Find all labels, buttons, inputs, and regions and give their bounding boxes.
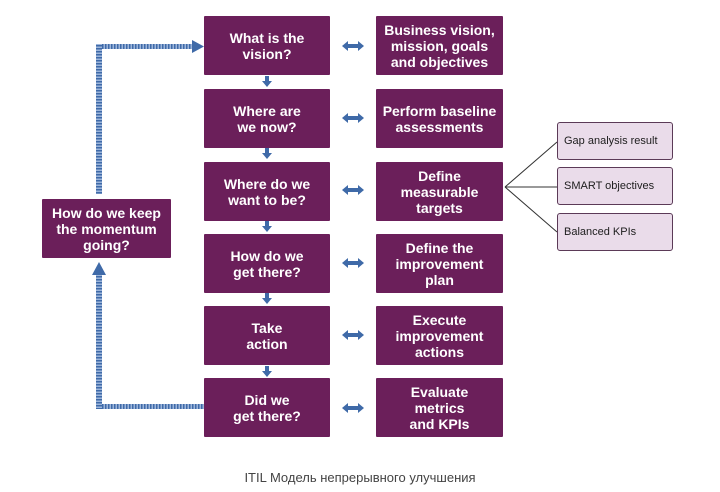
figure-caption: ITIL Модель непрерывного улучшения — [244, 470, 476, 485]
question-get-there: How do we get there? — [204, 234, 330, 293]
detail-balanced-kpis: Balanced KPIs — [557, 213, 673, 251]
question-vision: What is the vision? — [204, 16, 330, 75]
question-did-we: Did we get there? — [204, 378, 330, 437]
question-take-action: Take action — [204, 306, 330, 365]
question-want-to-be: Where do we want to be? — [204, 162, 330, 221]
feedback-loop-arrows — [92, 40, 204, 409]
loop-momentum: How do we keep the momentum going? — [42, 199, 171, 258]
double-arrows — [342, 41, 364, 413]
action-business-vision: Business vision, mission, goals and obje… — [376, 16, 503, 75]
action-improvement-plan: Define the improvement plan — [376, 234, 503, 293]
action-measurable-targets: Define measurable targets — [376, 162, 503, 221]
action-baseline: Perform baseline assessments — [376, 89, 503, 148]
detail-gap-analysis: Gap analysis result — [557, 122, 673, 160]
detail-connector-lines — [504, 141, 558, 233]
question-where-now: Where are we now? — [204, 89, 330, 148]
detail-smart-objectives: SMART objectives — [557, 167, 673, 205]
action-execute: Execute improvement actions — [376, 306, 503, 365]
down-arrows — [262, 76, 272, 377]
action-evaluate: Evaluate metrics and KPIs — [376, 378, 503, 437]
